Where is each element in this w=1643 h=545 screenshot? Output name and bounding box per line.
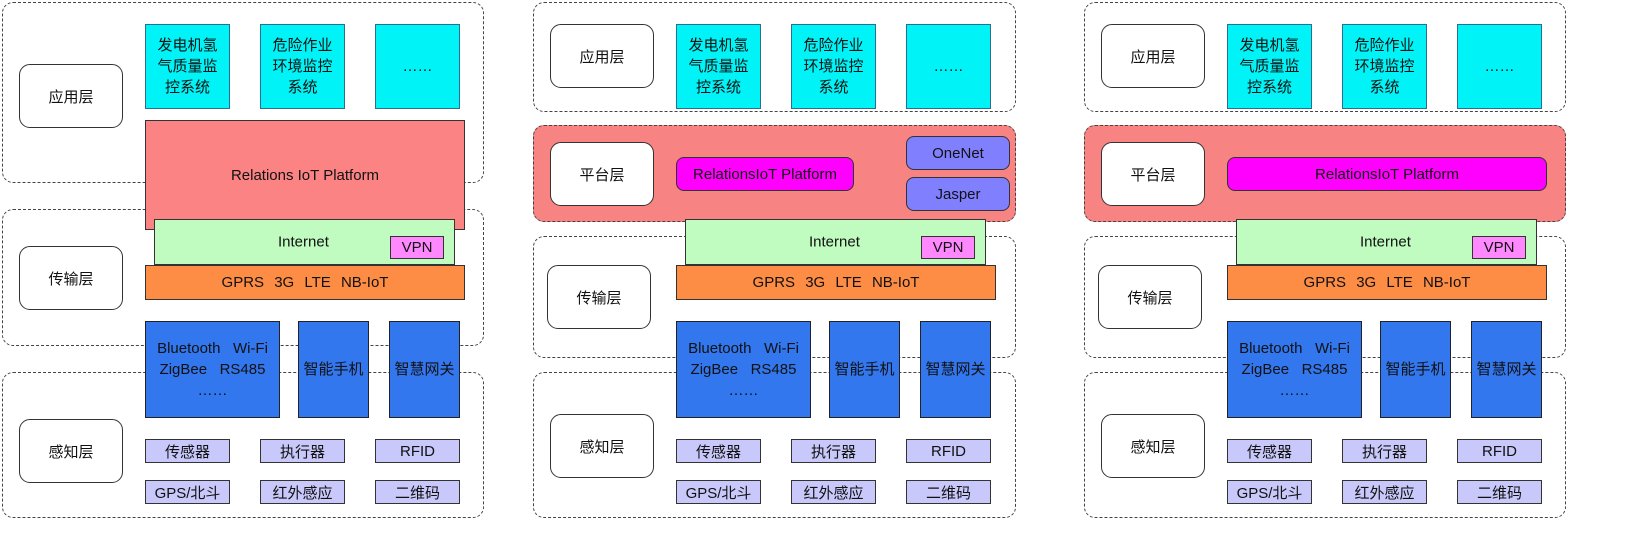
app-hazard-environment-monitor: 危险作业环境监控系统 bbox=[260, 24, 345, 109]
jasper-platform: Jasper bbox=[906, 177, 1010, 211]
transport-layer-label: 传输层 bbox=[1098, 265, 1202, 329]
gps-beidou-chip: GPS/北斗 bbox=[676, 480, 761, 504]
app-hazard-environment-monitor: 危险作业环境监控系统 bbox=[791, 24, 876, 109]
infrared-chip: 红外感应 bbox=[260, 480, 345, 504]
transport-layer-label: 传输层 bbox=[19, 246, 123, 310]
vpn-box: VPN bbox=[390, 236, 444, 259]
sensor-chip: 传感器 bbox=[145, 439, 230, 463]
application-layer-region bbox=[1084, 2, 1566, 112]
smart-gateway-box: 智慧网关 bbox=[1471, 321, 1542, 418]
gps-beidou-chip: GPS/北斗 bbox=[145, 480, 230, 504]
actuator-chip: 执行器 bbox=[1342, 439, 1427, 463]
cellular-networks: GPRS 3G LTE NB-IoT bbox=[1227, 265, 1547, 300]
sensor-chip: 传感器 bbox=[1227, 439, 1312, 463]
gps-beidou-chip: GPS/北斗 bbox=[1227, 480, 1312, 504]
app-hazard-environment-monitor: 危险作业环境监控系统 bbox=[1342, 24, 1427, 109]
qr-code-chip: 二维码 bbox=[375, 480, 460, 504]
internet-label: Internet bbox=[278, 233, 329, 251]
qr-code-chip: 二维码 bbox=[1457, 480, 1542, 504]
onenet-platform: OneNet bbox=[906, 136, 1010, 170]
application-layer-label: 应用层 bbox=[550, 24, 654, 88]
cellular-networks: GPRS 3G LTE NB-IoT bbox=[676, 265, 996, 300]
infrared-chip: 红外感应 bbox=[1342, 480, 1427, 504]
app-more: …… bbox=[375, 24, 460, 109]
internet-label: Internet bbox=[1360, 233, 1411, 251]
relations-iot-platform: RelationsIoT Platform bbox=[1227, 157, 1547, 191]
vpn-box: VPN bbox=[1472, 236, 1526, 259]
smart-gateway-box: 智慧网关 bbox=[389, 321, 460, 418]
cellular-networks: GPRS 3G LTE NB-IoT bbox=[145, 265, 465, 300]
wireless-protocols-box: Bluetooth Wi-Fi ZigBee RS485 …… bbox=[145, 321, 280, 418]
platform-layer-label: 平台层 bbox=[1101, 142, 1205, 206]
infrared-chip: 红外感应 bbox=[791, 480, 876, 504]
smartphone-box: 智能手机 bbox=[829, 321, 900, 418]
wireless-protocols-box: Bluetooth Wi-Fi ZigBee RS485 …… bbox=[676, 321, 811, 418]
app-more: …… bbox=[1457, 24, 1542, 109]
rfid-chip: RFID bbox=[375, 439, 460, 463]
app-hydrogen-monitor: 发电机氢气质量监控系统 bbox=[145, 24, 230, 109]
perception-layer-label: 感知层 bbox=[1101, 414, 1205, 478]
application-layer-label: 应用层 bbox=[19, 64, 123, 128]
actuator-chip: 执行器 bbox=[791, 439, 876, 463]
app-hydrogen-monitor: 发电机氢气质量监控系统 bbox=[676, 24, 761, 109]
wireless-protocols-box: Bluetooth Wi-Fi ZigBee RS485 …… bbox=[1227, 321, 1362, 418]
application-layer-label: 应用层 bbox=[1101, 24, 1205, 88]
vpn-box: VPN bbox=[921, 236, 975, 259]
relations-iot-platform: Relations IoT Platform bbox=[145, 120, 465, 230]
rfid-chip: RFID bbox=[906, 439, 991, 463]
qr-code-chip: 二维码 bbox=[906, 480, 991, 504]
transport-layer-label: 传输层 bbox=[547, 265, 651, 329]
relations-iot-platform: RelationsIoT Platform bbox=[676, 157, 854, 191]
platform-layer-label: 平台层 bbox=[550, 142, 654, 206]
perception-layer-label: 感知层 bbox=[19, 419, 123, 483]
application-layer-region bbox=[533, 2, 1016, 112]
smartphone-box: 智能手机 bbox=[298, 321, 369, 418]
app-more: …… bbox=[906, 24, 991, 109]
rfid-chip: RFID bbox=[1457, 439, 1542, 463]
smart-gateway-box: 智慧网关 bbox=[920, 321, 991, 418]
app-hydrogen-monitor: 发电机氢气质量监控系统 bbox=[1227, 24, 1312, 109]
actuator-chip: 执行器 bbox=[260, 439, 345, 463]
internet-label: Internet bbox=[809, 233, 860, 251]
perception-layer-label: 感知层 bbox=[550, 414, 654, 478]
smartphone-box: 智能手机 bbox=[1380, 321, 1451, 418]
sensor-chip: 传感器 bbox=[676, 439, 761, 463]
